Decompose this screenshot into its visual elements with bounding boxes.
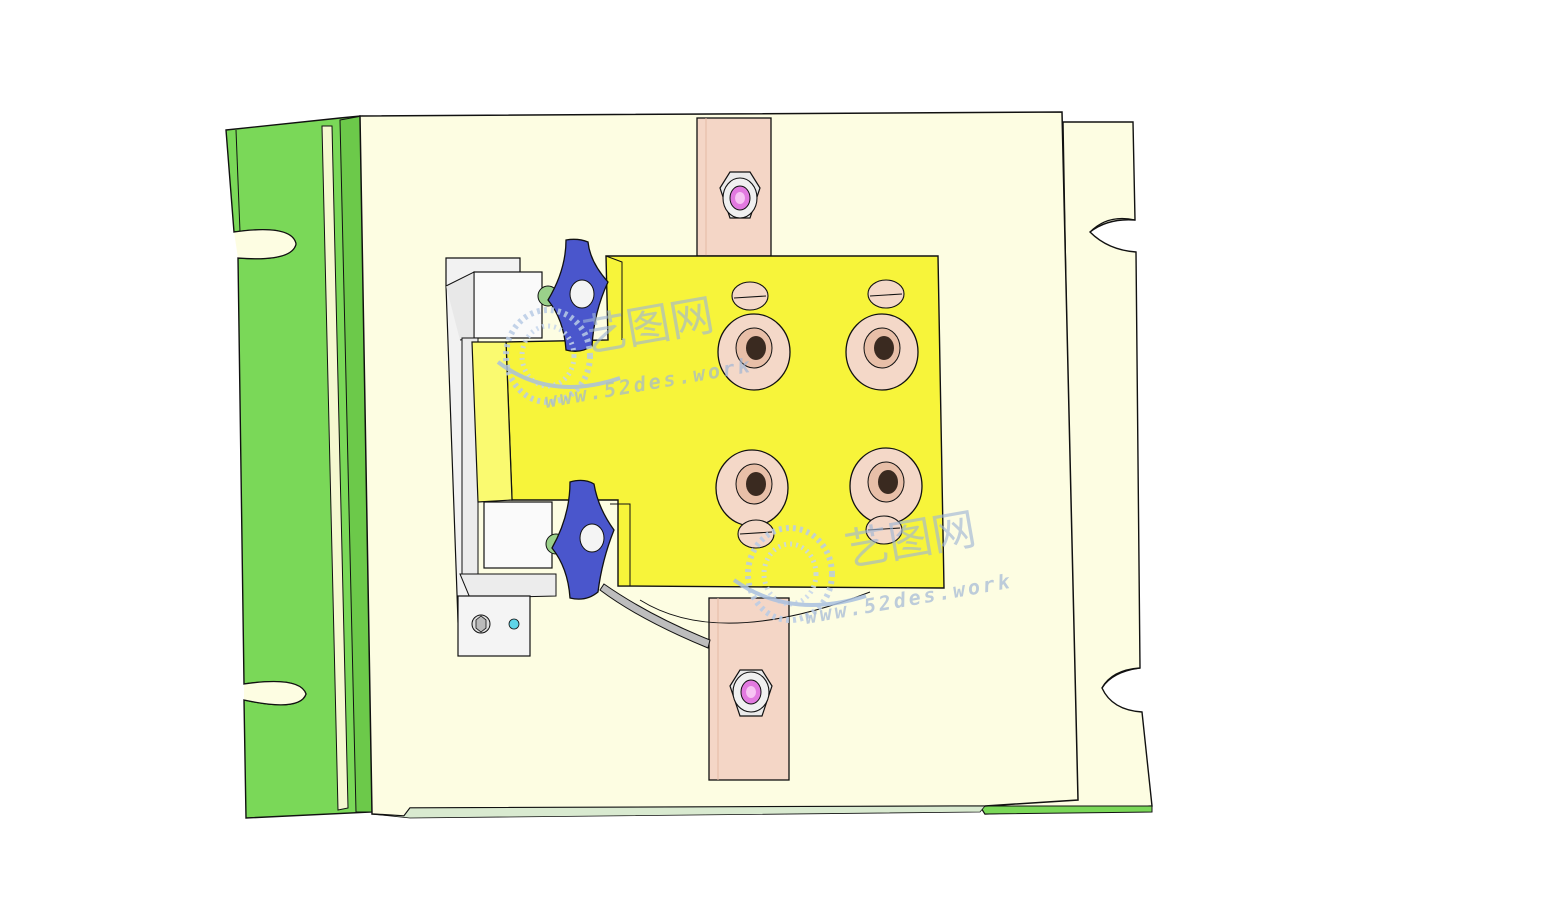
- globe-logo-icon: [496, 307, 621, 405]
- bushing-bottom-left: [715, 449, 789, 549]
- hex-nut-top: [719, 171, 761, 219]
- bushing-top-left: [717, 281, 791, 391]
- copper-strap-top: [696, 117, 772, 257]
- hex-nut-bottom: [729, 669, 773, 717]
- green-rail-left: [225, 115, 377, 819]
- globe-logo-icon: [732, 525, 867, 623]
- wing-knob-bottom: [545, 479, 615, 600]
- curved-guide: [599, 583, 711, 649]
- base-plate-right: [978, 121, 1153, 815]
- copper-strap-bottom: [708, 597, 790, 781]
- yellow-clamp-block: [471, 255, 945, 589]
- bushing-bottom-right: [849, 447, 923, 545]
- bushing-top-right: [845, 279, 919, 391]
